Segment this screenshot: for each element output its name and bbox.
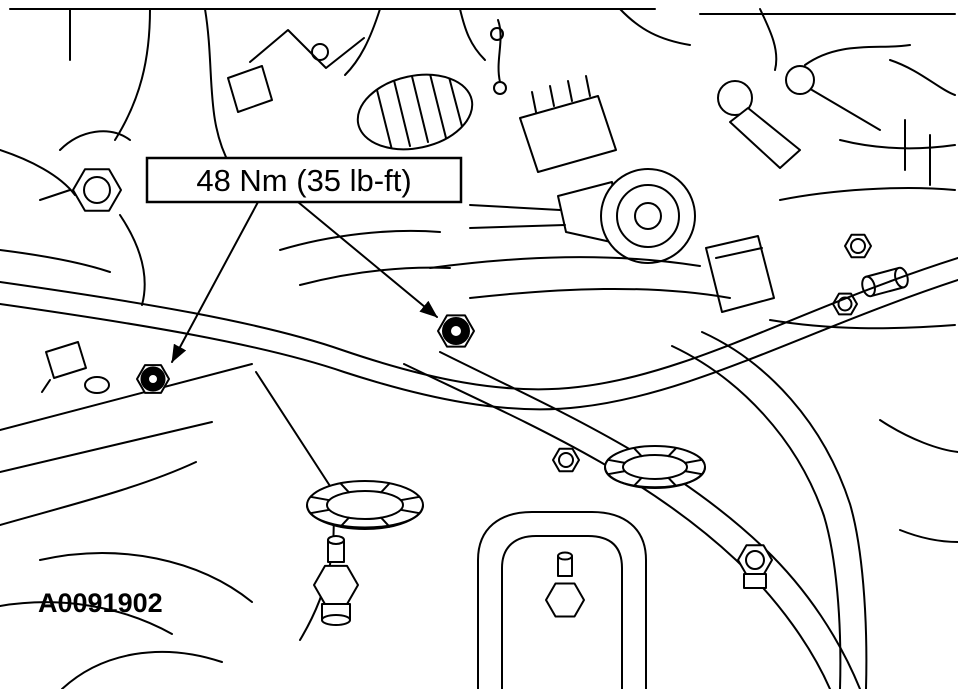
bottom-bolt-b [545, 551, 585, 618]
torque-callout: 48 Nm (35 lb-ft) [145, 156, 463, 204]
upper-hose [0, 257, 958, 411]
right-bracket [705, 187, 956, 330]
stud-cylinder [861, 266, 909, 298]
bottom-bolt-a [313, 535, 359, 626]
connector-block [493, 19, 617, 173]
u-bracket [477, 511, 647, 689]
right-hose [671, 331, 868, 689]
torque-bolt-left [136, 364, 170, 394]
small-bracket [45, 341, 87, 379]
lower-hose [403, 351, 861, 689]
leader-arrow-left [171, 201, 259, 363]
leader-arrow-right [297, 201, 438, 318]
small-nut [552, 447, 580, 473]
grommet-cup-right [604, 445, 706, 489]
torque-bolt-right [437, 314, 475, 348]
bottom-bolt-c [737, 544, 773, 589]
lever-shapes [717, 44, 956, 186]
torque-label: 48 Nm (35 lb-ft) [196, 163, 411, 198]
hatched-component [356, 64, 474, 151]
grommet-cup-left [306, 480, 424, 530]
figure-id: A0091902 [38, 588, 163, 618]
torque-callout-box [145, 156, 463, 204]
leader-arrows [171, 201, 438, 363]
round-pump [557, 168, 696, 264]
engine-line-art [0, 8, 958, 689]
